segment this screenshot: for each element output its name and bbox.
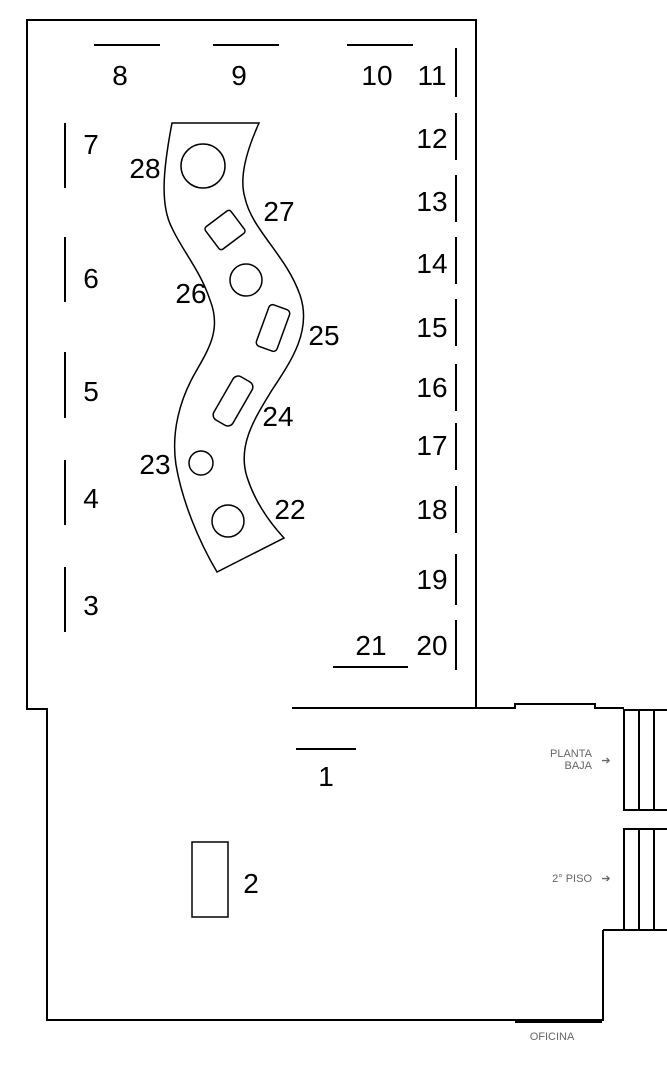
label-27: 27: [263, 196, 294, 227]
label-11: 11: [417, 60, 446, 91]
label-4: 4: [83, 483, 99, 514]
exhibit-26[interactable]: [229, 263, 263, 297]
label-6: 6: [83, 263, 99, 294]
exhibit-25[interactable]: [255, 303, 291, 353]
exhibit-24[interactable]: [211, 374, 255, 428]
display-case-2[interactable]: [191, 841, 229, 918]
exhibit-23[interactable]: [188, 450, 214, 476]
label-13: 13: [416, 186, 447, 217]
label-14: 14: [416, 248, 447, 279]
exhibit-27[interactable]: [204, 209, 246, 251]
serpentine-platform: [163, 122, 305, 573]
stairs-ground-floor[interactable]: [623, 709, 667, 811]
label-planta: PLANTA: [550, 748, 593, 760]
label-16: 16: [416, 372, 447, 403]
label-baja: BAJA: [564, 760, 592, 772]
label-20: 20: [416, 630, 447, 661]
label-17: 17: [416, 430, 447, 461]
label-9: 9: [231, 60, 247, 91]
label-22: 22: [274, 494, 305, 525]
exhibit-22[interactable]: [211, 504, 245, 538]
arrow-icon: ➔: [601, 755, 610, 767]
label-5: 5: [83, 376, 99, 407]
label-15: 15: [416, 312, 447, 343]
label-office: OFICINA: [530, 1031, 575, 1043]
label-24: 24: [262, 401, 293, 432]
label-1: 1: [318, 761, 334, 792]
stairs-second-floor[interactable]: [623, 828, 667, 931]
label-25: 25: [308, 320, 339, 351]
label-8: 8: [112, 60, 128, 91]
label-3: 3: [83, 590, 99, 621]
label-12: 12: [416, 123, 447, 154]
label-19: 19: [416, 564, 447, 595]
label-18: 18: [416, 494, 447, 525]
label-2: 2: [243, 868, 259, 899]
corridor-top-wall: [476, 703, 624, 709]
label-10: 10: [361, 60, 392, 91]
label-26: 26: [175, 278, 206, 309]
label-28: 28: [129, 153, 160, 184]
label-23: 23: [139, 449, 170, 480]
main-hall-wall: [26, 19, 604, 1021]
exhibit-28[interactable]: [180, 143, 226, 189]
label-second-floor: 2° PISO: [552, 873, 592, 885]
label-7: 7: [83, 129, 99, 160]
label-21: 21: [355, 630, 386, 661]
arrow-icon: ➔: [601, 873, 610, 885]
